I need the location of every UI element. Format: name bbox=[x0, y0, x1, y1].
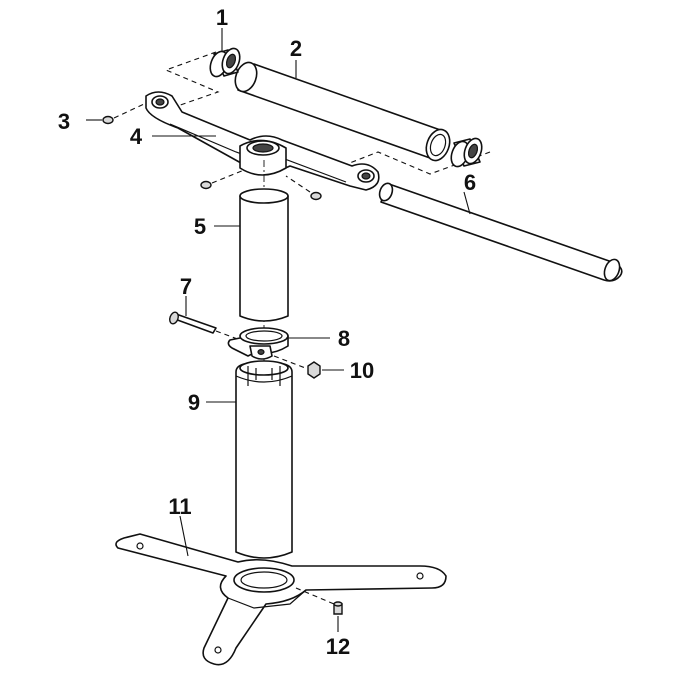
callout-8: 8 bbox=[338, 326, 350, 351]
leader-lines bbox=[86, 28, 471, 632]
part-5-inner-post bbox=[239, 188, 289, 322]
yoke-screw-left bbox=[200, 169, 245, 190]
callout-5: 5 bbox=[194, 214, 206, 239]
part-3-screw bbox=[102, 103, 145, 125]
callout-10: 10 bbox=[350, 358, 374, 383]
callout-9: 9 bbox=[188, 390, 200, 415]
part-11-tripod-base bbox=[115, 533, 447, 666]
part-2-cylinder-tube bbox=[234, 61, 451, 162]
callout-4: 4 bbox=[130, 124, 143, 149]
callout-labels: 1 2 3 4 5 6 7 8 10 9 11 12 bbox=[58, 5, 476, 659]
callout-3: 3 bbox=[58, 109, 70, 134]
callout-1: 1 bbox=[216, 5, 228, 30]
callout-6: 6 bbox=[464, 170, 476, 195]
callout-7: 7 bbox=[180, 274, 192, 299]
bearing-right bbox=[450, 137, 483, 168]
part-7-bolt bbox=[169, 311, 241, 341]
part-6-shaft bbox=[378, 182, 623, 282]
part-10-nut bbox=[273, 355, 321, 379]
part-1-bearing bbox=[209, 47, 241, 78]
part-8-clamp-collar bbox=[227, 327, 289, 360]
part-4-yoke-bracket bbox=[145, 91, 380, 191]
callout-11: 11 bbox=[168, 494, 191, 519]
part-9-outer-tube bbox=[235, 360, 293, 559]
callout-12: 12 bbox=[326, 634, 350, 659]
callout-2: 2 bbox=[290, 36, 302, 61]
yoke-screw-right bbox=[285, 175, 322, 201]
part-12-set-screw bbox=[295, 587, 343, 615]
